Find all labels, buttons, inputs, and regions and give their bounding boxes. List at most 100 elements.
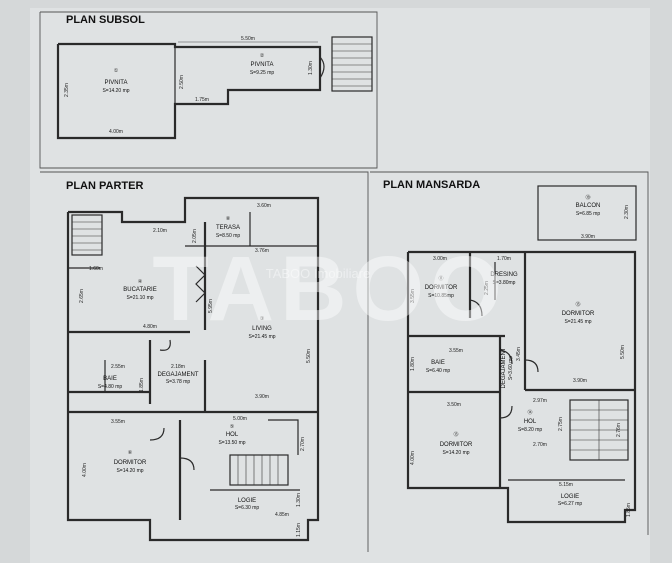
dim-par-255: 2.55m bbox=[111, 364, 125, 370]
dim-sub-550: 5.50m bbox=[241, 36, 255, 42]
dim-man-350: 3.50m bbox=[447, 402, 461, 408]
dim-man-185: 1.85m bbox=[626, 503, 632, 517]
subsol-door bbox=[319, 56, 325, 79]
dim-par-270: 2.70m bbox=[300, 437, 306, 451]
dim-man-515: 5.15m bbox=[559, 482, 573, 488]
mans-hol-area: S=8.20 mp bbox=[518, 427, 543, 433]
mans-baie-area: S=6.40 mp bbox=[426, 368, 451, 374]
subsol-plan: ① PIVNITA S=14.20 mp ② PIVNITA S=9.25 mp… bbox=[56, 36, 373, 140]
dim-man-180: 1.80m bbox=[410, 357, 416, 371]
mans-dormitor3-area: S=14.20 mp bbox=[442, 450, 469, 456]
dim-man-345: 3.45m bbox=[516, 347, 522, 361]
subsol-room1-number: ① bbox=[114, 68, 119, 74]
mans-degajament-name: DEGAJAMENT bbox=[501, 347, 507, 388]
paper-sheet bbox=[30, 8, 650, 563]
dim-par-218: 2.18m bbox=[171, 364, 185, 370]
plan-mansarda-title: PLAN MANSARDA bbox=[383, 179, 480, 191]
dim-par-360: 3.60m bbox=[257, 203, 271, 209]
bucatarie-name: BUCATARIE bbox=[123, 287, 156, 293]
mans-degajament-area: S=3.60 mp bbox=[508, 356, 514, 381]
dim-man-225: 2.25m bbox=[484, 281, 490, 295]
plan-subsol-title: PLAN SUBSOL bbox=[66, 14, 145, 26]
parter-degajament-name: DEGAJAMENT bbox=[157, 372, 198, 378]
mans-dressing-area: S=3.80mp bbox=[493, 280, 516, 286]
parter-dormitor-area: S=14.20 mp bbox=[116, 468, 143, 474]
mans-dormitor3-number: ⑬ bbox=[453, 431, 458, 438]
parter-hol-number: ⑤ bbox=[230, 424, 235, 430]
dim-sub-250: 2.50m bbox=[179, 75, 185, 89]
parter-logie-area: S=6.30 mp bbox=[235, 505, 260, 511]
subsol-room2-name: PIVNITA bbox=[251, 62, 274, 68]
parter-baie-name: BAIE bbox=[103, 376, 117, 382]
living-number: ③ bbox=[260, 316, 265, 322]
dim-par-355: 3.55m bbox=[111, 419, 125, 425]
mansarda-plan: ⑲ BALCON S=6.85 mp ⑪ DORMITOR S=10.85mp … bbox=[406, 185, 637, 524]
bucatarie-number: ④ bbox=[138, 279, 143, 285]
mans-dressing-name: DRESING bbox=[490, 272, 518, 278]
dim-par-185: 1.85m bbox=[139, 378, 145, 392]
watermark-text: TABOO Imobiliare bbox=[266, 266, 371, 281]
mansarda-frame bbox=[370, 171, 649, 535]
terasa-name: TERASA bbox=[216, 225, 240, 231]
dim-sub-400: 4.00m bbox=[109, 129, 123, 135]
balcon-area: S=6.85 mp bbox=[576, 211, 601, 217]
mans-baie-name: BAIE bbox=[431, 360, 445, 366]
dim-man-550: 5.50m bbox=[620, 345, 626, 359]
balcon-outline bbox=[537, 185, 637, 241]
dim-sub-235: 2.35m bbox=[64, 83, 70, 97]
mans-dormitor3-name: DORMITOR bbox=[440, 442, 473, 448]
dim-man-297: 2.97m bbox=[533, 398, 547, 404]
dim-man-390a: 3.90m bbox=[581, 234, 595, 240]
living-name: LIVING bbox=[252, 326, 272, 332]
dim-par-485: 4.85m bbox=[275, 512, 289, 518]
mans-logie-area: S=6.27 mp bbox=[558, 501, 583, 507]
mans-hol-number: ⑭ bbox=[527, 409, 532, 416]
subsol-room2-number: ② bbox=[260, 53, 265, 59]
parter-entry-stairs bbox=[71, 214, 103, 256]
mans-dormitor2-number: ⑬ bbox=[575, 301, 580, 308]
mansarda-outer-wall bbox=[406, 250, 637, 524]
dim-man-276: 2.76m bbox=[616, 423, 622, 437]
parter-outer-wall-top bbox=[68, 196, 320, 412]
dim-man-170: 1.70m bbox=[497, 256, 511, 262]
dim-par-500: 5.00m bbox=[233, 416, 247, 422]
subsol-stair-treads bbox=[332, 43, 372, 87]
parter-dormitor-name: DORMITOR bbox=[114, 460, 147, 466]
bucatarie-area: S=21.10 mp bbox=[126, 295, 153, 301]
plan-parter-title: PLAN PARTER bbox=[66, 180, 143, 192]
subsol-frame bbox=[39, 11, 378, 169]
subsol-stairs bbox=[331, 36, 373, 92]
parter-hol-name: HOL bbox=[226, 432, 239, 438]
mans-dormitor1-area: S=10.85mp bbox=[428, 293, 454, 299]
parter-baie-area: S=4.80 mp bbox=[98, 384, 123, 390]
parter-plan: ⑧ TERASA S=8.50 mp ④ BUCATARIE S=21.10 m… bbox=[66, 196, 320, 542]
mans-hol-name: HOL bbox=[524, 419, 537, 425]
subsol-walls bbox=[56, 42, 322, 140]
balcon-number: ⑲ bbox=[585, 194, 590, 201]
dim-par-480: 4.80m bbox=[143, 324, 157, 330]
terasa-area: S=8.50 mp bbox=[216, 233, 241, 239]
balcon-name: BALCON bbox=[576, 203, 601, 209]
subsol-room1-area: S=14.20 mp bbox=[102, 88, 129, 94]
dim-par-205: 2.05m bbox=[192, 229, 198, 243]
parter-degajament-area: S=3.78 mp bbox=[166, 379, 191, 385]
dim-par-595: 5.95m bbox=[208, 299, 214, 313]
dim-par-130: 1.30m bbox=[296, 493, 302, 507]
dim-par-376: 3.76m bbox=[255, 248, 269, 254]
subsol-room2-area: S=9.25 mp bbox=[250, 70, 275, 76]
parter-hall-stairs bbox=[229, 454, 289, 486]
dim-man-355a: 3.55m bbox=[410, 289, 416, 303]
terasa-number: ⑧ bbox=[226, 216, 231, 222]
dim-sub-130: 1.30m bbox=[308, 61, 314, 75]
dim-man-400: 4.00m bbox=[410, 451, 416, 465]
dim-par-115: 1.15m bbox=[296, 523, 302, 537]
dim-man-355b: 3.55m bbox=[449, 348, 463, 354]
dim-par-265: 2.65m bbox=[79, 289, 85, 303]
parter-dormitor-number: ⑥ bbox=[128, 450, 133, 456]
dim-par-550: 5.50m bbox=[306, 349, 312, 363]
mans-dormitor2-name: DORMITOR bbox=[562, 311, 595, 317]
parter-outer-wall-bottom bbox=[66, 212, 320, 542]
dim-man-390b: 3.90m bbox=[573, 378, 587, 384]
